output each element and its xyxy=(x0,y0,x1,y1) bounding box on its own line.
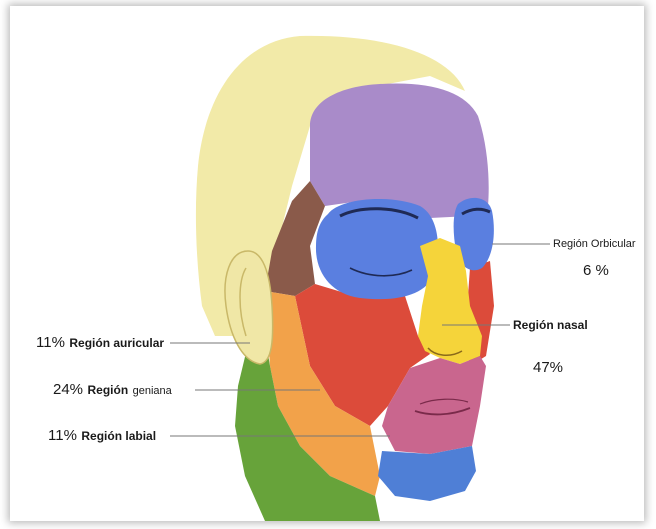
chin-region xyxy=(378,446,476,501)
label-auricular-name: Región auricular xyxy=(69,336,164,350)
label-geniana-percent: 24% xyxy=(53,381,83,398)
label-nasal-name: Región nasal xyxy=(513,319,588,331)
label-auricular-percent: 11% xyxy=(36,334,65,351)
eye-left-region xyxy=(316,199,438,299)
figure-frame: Región Orbicular 6 % Región nasal 47% 11… xyxy=(10,6,644,521)
label-nasal-percent: 47% xyxy=(533,360,563,375)
label-labial-percent: 11% xyxy=(48,427,77,444)
label-geniana-name: Región xyxy=(87,383,128,397)
label-orbicular-name: Región Orbicular xyxy=(553,239,636,250)
label-geniana-sub: geniana xyxy=(133,385,172,397)
label-auricular: 11% Región auricular xyxy=(36,335,164,351)
label-labial-name: Región labial xyxy=(81,429,156,443)
label-geniana: 24% Región geniana xyxy=(53,382,172,398)
forehead-region xyxy=(310,83,489,218)
label-labial: 11% Región labial xyxy=(48,428,156,444)
ear-region xyxy=(225,251,273,364)
label-orbicular-percent: 6 % xyxy=(583,263,609,278)
